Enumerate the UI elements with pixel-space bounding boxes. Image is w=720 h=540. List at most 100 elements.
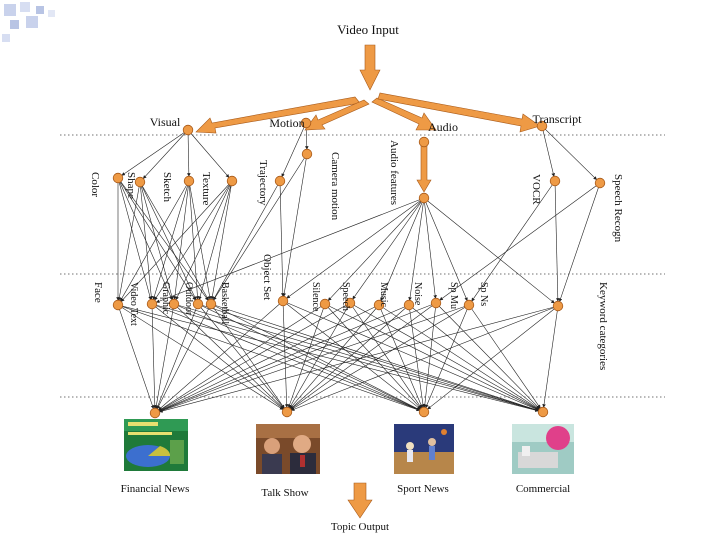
edge-transcript-vocr <box>541 125 555 177</box>
corner-decoration <box>2 2 55 42</box>
edge-object-set-commercial <box>282 300 540 411</box>
speech-recog-label: Speech Recogn <box>612 174 624 243</box>
edge-audio-features-sp-mu <box>423 197 437 299</box>
speech-label: Speech <box>340 282 351 311</box>
motion-node <box>300 117 312 129</box>
edge-sp-mu-financial-news <box>158 302 437 412</box>
edge-visual-texture <box>187 129 230 178</box>
nodes <box>112 117 606 419</box>
edge-visual-shape <box>142 129 189 179</box>
vocr-node <box>549 175 561 187</box>
edge-texture-face <box>120 180 233 302</box>
edge-music-sport-news <box>378 304 423 409</box>
talk-show-node <box>281 406 293 418</box>
commercial-node <box>537 406 549 418</box>
sp-ns-label: Sp Ns <box>478 282 489 306</box>
trajectory-node <box>274 175 286 187</box>
basketball-label: Basketball <box>219 282 230 324</box>
edge-speech-commercial <box>349 302 540 411</box>
edge-audio-features-video-text <box>155 197 425 303</box>
texture-node <box>226 175 238 187</box>
edge-basketball-commercial <box>210 303 539 412</box>
sketch-node <box>183 175 195 187</box>
basketball-node <box>205 298 217 310</box>
transcript-node <box>536 120 548 132</box>
edge-speech-talk-show <box>289 302 351 409</box>
edge-silence-financial-news <box>158 303 326 411</box>
edge-outdoor-financial-news <box>156 303 199 410</box>
trajectory-label: Trajectory <box>257 160 269 206</box>
camera-motion-node <box>301 148 313 160</box>
edge-graphic-financial-news <box>154 303 175 409</box>
video-text-node <box>146 298 158 310</box>
video-text-label: Video Text <box>128 282 139 326</box>
edge-texture-video-text <box>154 180 233 301</box>
edge-color-graphic <box>117 177 173 301</box>
edge-visual-sketch <box>187 129 191 177</box>
edge-color-basketball <box>117 177 209 301</box>
outdoor-label: Outdoor <box>183 282 194 316</box>
talk-show-label: Talk Show <box>261 487 308 499</box>
visual-label: Visual <box>150 115 181 129</box>
speech-node <box>344 297 356 309</box>
edge-transcript-speech-recog <box>541 125 598 181</box>
edge-camera-motion-basketball <box>213 153 308 301</box>
edge-texture-graphic <box>175 180 233 301</box>
edge-visual-color <box>121 129 189 176</box>
audio-arrow <box>371 97 437 131</box>
keyword-categories-node <box>552 300 564 312</box>
edge-audio-features-keyword-categories <box>423 197 555 304</box>
edge-trajectory-basketball <box>212 180 281 301</box>
edge-outdoor-sport-news <box>197 303 421 411</box>
edge-vocr-keyword-categories <box>554 180 560 302</box>
edge-sketch-basketball <box>188 180 212 300</box>
edge-video-text-talk-show <box>151 303 284 410</box>
edge-audio-features-silence <box>327 197 425 301</box>
edge-outdoor-talk-show <box>197 303 285 409</box>
edge-audio-features-object-set <box>286 197 425 299</box>
financial-news-thumbnail <box>124 419 188 471</box>
modality-edges <box>121 122 598 181</box>
edge-keyword-categories-sport-news <box>427 305 559 410</box>
edge-music-commercial <box>378 304 540 410</box>
video-input-label: Video Input <box>337 22 399 37</box>
face-node <box>112 299 124 311</box>
shape-node <box>134 176 146 188</box>
graphic-node <box>168 298 180 310</box>
music-label: Music <box>378 282 389 308</box>
sketch-label: Sketch <box>161 172 173 202</box>
motion-arrow <box>304 99 370 131</box>
edge-video-text-financial-news <box>151 303 157 409</box>
edge-sp-ns-commercial <box>468 304 541 409</box>
edge-audio-features-noise <box>408 197 425 301</box>
silence-node <box>319 298 331 310</box>
edge-silence-commercial <box>324 303 540 411</box>
edge-outdoor-commercial <box>197 303 539 412</box>
vocr-label: VOCR <box>530 174 542 205</box>
speech-recog-node <box>594 177 606 189</box>
graphic-label: Graphic <box>160 282 171 315</box>
edge-object-set-financial-news <box>158 300 284 411</box>
edge-sp-ns-talk-show <box>290 304 470 410</box>
edge-motion-trajectory <box>281 122 307 178</box>
edge-sp-mu-sport-news <box>423 302 437 408</box>
edge-texture-basketball <box>210 180 233 300</box>
edge-speech-recog-sp-mu <box>439 182 601 301</box>
edge-sketch-graphic <box>173 180 190 300</box>
edge-face-talk-show <box>117 304 284 410</box>
texture-label: Texture <box>200 172 212 206</box>
edge-color-outdoor <box>117 177 196 301</box>
silence-label: Silence <box>310 282 321 312</box>
object-set-node <box>277 295 289 307</box>
edge-keyword-categories-talk-show <box>290 305 559 411</box>
edge-face-financial-news <box>117 304 155 409</box>
edge-trajectory-object-set <box>279 180 285 297</box>
input-arrow <box>359 44 381 91</box>
output-arrow <box>347 482 373 519</box>
edge-music-financial-news <box>158 304 380 412</box>
sport-news-thumbnail <box>394 424 454 474</box>
edge-shape-basketball <box>139 181 209 301</box>
edge-noise-talk-show <box>290 304 410 410</box>
